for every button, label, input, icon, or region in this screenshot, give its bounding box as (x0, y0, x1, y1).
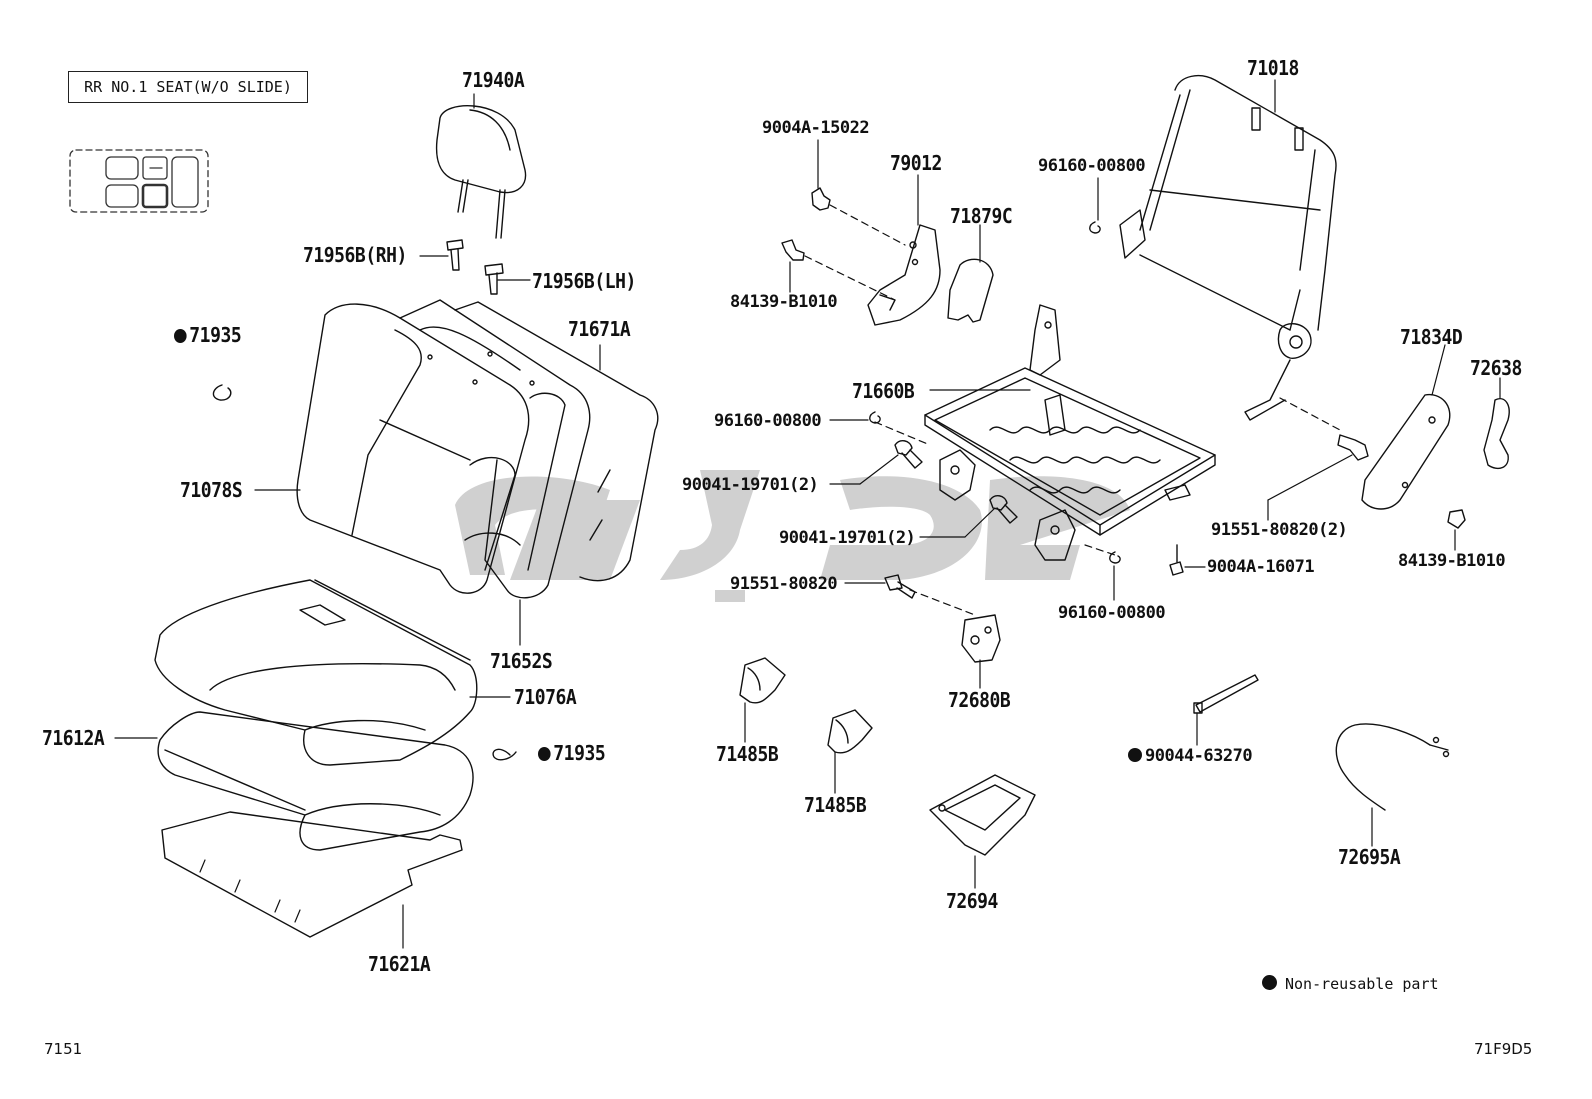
label-71076A[interactable]: 71076A (514, 685, 577, 709)
hinge-72680B (961, 614, 1001, 663)
seat-layout-icon (69, 149, 209, 213)
bolt-84139-B1010-left (781, 239, 805, 261)
page-code-left: 7151 (44, 1040, 83, 1058)
label-90041-19701-b[interactable]: 90041-19701(2) (779, 528, 916, 548)
leader-lines-left (114, 93, 601, 949)
headrest-71940A (435, 105, 527, 239)
leader-lines-right (744, 79, 1501, 889)
label-71078S[interactable]: 71078S (180, 478, 243, 502)
non-reusable-dot-icon (1262, 975, 1277, 990)
label-71834D[interactable]: 71834D (1400, 325, 1463, 349)
headrest-guide-lh (484, 263, 504, 295)
cover-71879C (947, 258, 994, 323)
seatback-71078S (296, 303, 530, 594)
label-71660B[interactable]: 71660B (852, 379, 915, 403)
cover-71834D (1361, 393, 1451, 510)
label-84139-B1010-left[interactable]: 84139-B1010 (730, 292, 838, 312)
label-71621A[interactable]: 71621A (368, 952, 431, 976)
cover-71485B-b (827, 709, 873, 754)
clip-96160-00800-bottom (1109, 551, 1121, 564)
label-71652S[interactable]: 71652S (490, 649, 553, 673)
label-71956B-RH[interactable]: 71956B(RH) (303, 243, 407, 267)
seatback-pad-71671A (454, 301, 659, 582)
label-72695A[interactable]: 72695A (1338, 845, 1401, 869)
label-91551-80820-a[interactable]: 91551-80820 (730, 574, 838, 594)
diagram-title-box: RR NO.1 SEAT(W/O SLIDE) (68, 71, 308, 103)
seat-cushion-71612A (157, 711, 474, 851)
label-71612A[interactable]: 71612A (42, 726, 105, 750)
bolt-90041-19701-a (894, 440, 923, 469)
watermark-logo (455, 470, 1130, 602)
seatback-frame-71018 (1119, 74, 1337, 421)
seat-cushion-cover-71076A (154, 579, 478, 766)
label-72694[interactable]: 72694 (946, 889, 998, 913)
label-71935-bottom[interactable]: 71935 (538, 743, 606, 763)
page-code-right: 71F9D5 (1474, 1040, 1533, 1058)
cover-72638 (1483, 398, 1510, 470)
label-72680B[interactable]: 72680B (948, 688, 1011, 712)
seat-pad-71621A (161, 811, 463, 938)
label-9004A-15022[interactable]: 9004A-15022 (762, 118, 870, 138)
label-96160-00800-bottom[interactable]: 96160-00800 (1058, 603, 1166, 623)
label-9004A-16071[interactable]: 9004A-16071 (1207, 557, 1315, 577)
label-71018[interactable]: 71018 (1247, 56, 1299, 80)
label-71879C[interactable]: 71879C (950, 204, 1013, 228)
label-96160-00800-mid[interactable]: 96160-00800 (714, 411, 822, 431)
label-90041-19701-a[interactable]: 90041-19701(2) (682, 475, 819, 495)
label-79012[interactable]: 79012 (890, 151, 942, 175)
label-71935-top[interactable]: 71935 (174, 325, 242, 345)
label-71485B-a[interactable]: 71485B (716, 742, 779, 766)
label-71940A[interactable]: 71940A (462, 68, 525, 92)
label-96160-00800-top[interactable]: 96160-00800 (1038, 156, 1146, 176)
label-84139-B1010-right[interactable]: 84139-B1010 (1398, 551, 1506, 571)
screw-9004A-16071 (1169, 544, 1184, 576)
label-90044-63270[interactable]: 90044-63270 (1128, 748, 1253, 765)
label-71671A[interactable]: 71671A (568, 317, 631, 341)
clip-71935-bottom (492, 748, 517, 761)
headrest-guide-rh (446, 239, 464, 271)
label-91551-80820-b[interactable]: 91551-80820(2) (1211, 520, 1348, 540)
bolt-91551-80820-b (1337, 434, 1369, 461)
bolt-90041-19701-b (989, 495, 1018, 524)
cover-79012 (867, 224, 941, 326)
seat-frame-71660B (924, 304, 1216, 561)
bolt-91551-80820-a (884, 574, 916, 599)
clip-96160-00800-mid (869, 411, 881, 424)
label-71485B-b[interactable]: 71485B (804, 793, 867, 817)
cable-tie-90044-63270 (1193, 674, 1259, 714)
label-71956B-LH[interactable]: 71956B(LH) (532, 269, 636, 293)
seatback-cover-71652S (399, 299, 591, 599)
cable-72695A (1335, 723, 1450, 811)
tray-72694 (929, 774, 1036, 856)
bolt-84139-B1010-right (1447, 509, 1466, 529)
clip-96160-00800-top (1089, 221, 1101, 234)
non-reusable-dot-icon (174, 329, 187, 343)
clip-71935-top (212, 384, 232, 401)
screw-9004A-15022 (811, 187, 831, 211)
non-reusable-dot-icon (538, 747, 551, 761)
legend-non-reusable: Non-reusable part (1262, 975, 1439, 993)
cover-71485B-a (739, 657, 786, 704)
non-reusable-dot-icon (1128, 748, 1142, 762)
label-72638[interactable]: 72638 (1470, 356, 1522, 380)
